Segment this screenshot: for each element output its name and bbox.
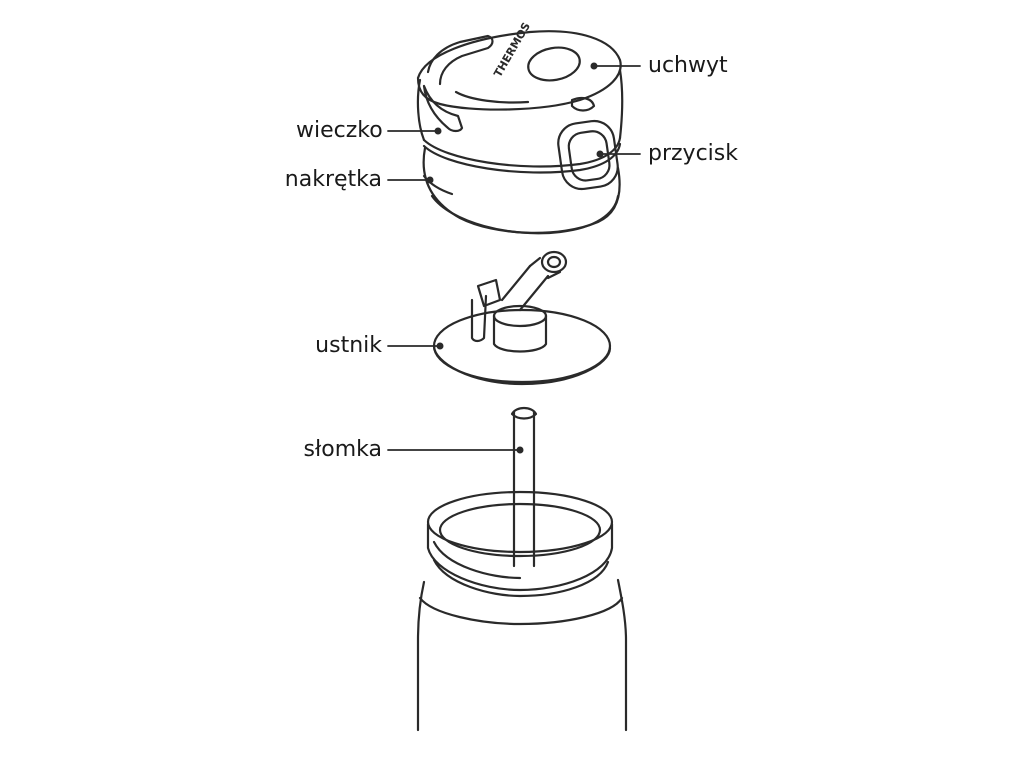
handle: [426, 34, 494, 86]
bottle-mouth-inner: [438, 502, 602, 558]
leader-lines: [387, 62, 641, 454]
cap-assembly: [416, 30, 624, 235]
label-ustnik: ustnik: [315, 333, 382, 358]
mouthpiece-assembly: [432, 250, 612, 386]
bottle-mouth-outer: [426, 490, 614, 554]
thermos-logo-text: THERMOS: [491, 20, 533, 79]
lid-top-oval: [527, 46, 581, 82]
lid-top: [416, 30, 622, 111]
button-outer: [557, 119, 619, 191]
cap-band: [422, 136, 622, 168]
straw: [510, 406, 538, 568]
label-slomka: słomka: [303, 437, 382, 462]
bottle: [416, 490, 628, 732]
label-uchwyt: uchwyt: [648, 53, 728, 78]
mouthpiece-tip: [540, 250, 568, 274]
label-nakretka: nakrętka: [284, 167, 382, 192]
bottle-shoulder: [416, 580, 426, 732]
label-przycisk: przycisk: [648, 141, 738, 166]
label-wieczko: wieczko: [296, 118, 383, 143]
